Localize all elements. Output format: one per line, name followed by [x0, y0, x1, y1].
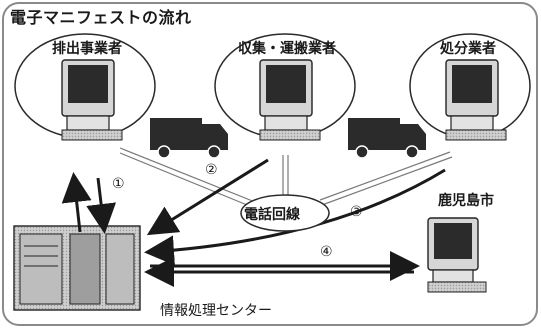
- step-4-marker: ④: [320, 244, 333, 260]
- truck-icon-1: [150, 118, 228, 159]
- arrow-step2: [146, 158, 269, 236]
- diagram-frame: [2, 2, 538, 326]
- computer-transporter: [259, 59, 321, 141]
- computer-disposer: [445, 59, 507, 141]
- label-disposer: 処分業者: [440, 41, 496, 57]
- label-generator: 排出事業者: [52, 41, 122, 57]
- label-phone-line: 電話回線: [244, 207, 300, 223]
- step-1-marker: ①: [112, 176, 125, 192]
- step-2-marker: ②: [205, 162, 218, 178]
- computer-generator: [61, 59, 123, 141]
- truck-icon-2: [348, 118, 426, 159]
- diagram-title: 電子マニフェストの流れ: [10, 8, 192, 27]
- label-center: 情報処理センター: [160, 303, 272, 319]
- arrow-step1-up: [61, 172, 92, 233]
- label-prefecture: 鹿児島市: [438, 193, 494, 209]
- server-center: [13, 225, 141, 311]
- label-transporter: 収集・運搬業者: [238, 41, 336, 57]
- phone-line-links: [119, 147, 453, 208]
- step-3-marker: ③: [350, 204, 363, 220]
- phone-line-oval: [240, 194, 330, 232]
- computer-prefecture: [427, 217, 487, 293]
- arrow-step1-down: [86, 177, 117, 234]
